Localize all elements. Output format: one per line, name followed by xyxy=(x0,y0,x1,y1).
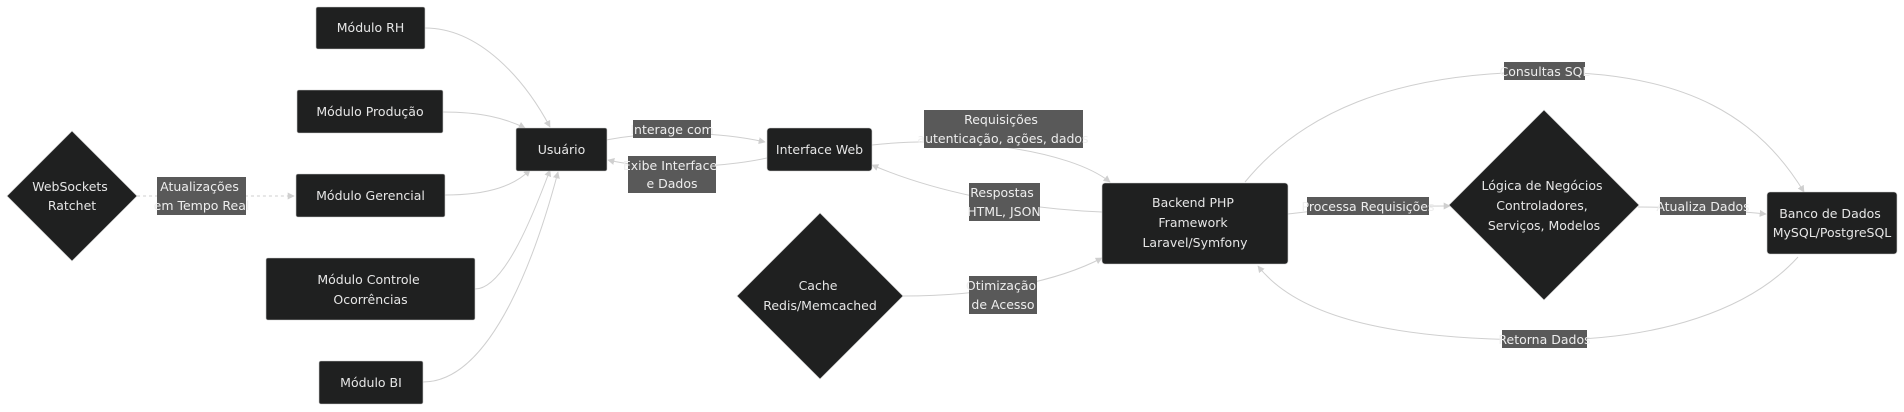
node-label: Interface Web xyxy=(776,142,863,157)
node-label: Módulo Gerencial xyxy=(316,188,425,203)
node-label: WebSockets Ratchet xyxy=(32,179,112,213)
svg-text:Exibe Interface e Dados: Exibe Interface e Dados xyxy=(623,158,721,191)
svg-text:Respostas HTML, JSON: Respostas HTML, JSON xyxy=(967,185,1041,219)
svg-text:Atualiza Dados: Atualiza Dados xyxy=(1656,199,1749,214)
edge-label-interage-com: Interage com xyxy=(630,120,714,138)
edge-controle-usuario xyxy=(474,169,552,290)
node-modulo-gerencial[interactable]: Módulo Gerencial xyxy=(295,173,446,218)
edge-label-atualiza: Atualiza Dados xyxy=(1656,197,1750,215)
svg-text:Interage com: Interage com xyxy=(630,122,713,137)
node-banco[interactable]: Banco de Dados MySQL/PostgreSQL xyxy=(1766,191,1898,255)
node-websockets[interactable]: WebSockets Ratchet xyxy=(6,130,138,262)
node-logica[interactable]: Lógica de Negócios Controladores, Serviç… xyxy=(1448,109,1640,301)
svg-text:Consultas SQL: Consultas SQL xyxy=(1500,64,1590,79)
svg-text:Otimização de Acesso: Otimização de Acesso xyxy=(966,278,1040,312)
node-modulo-bi[interactable]: Módulo BI xyxy=(318,360,424,405)
node-label: Backend PHP Framework Laravel/Symfony xyxy=(1142,195,1248,250)
svg-text:Processa Requisições: Processa Requisições xyxy=(1302,199,1435,214)
svg-text:Requisições autenticação: Requisições autenticação, ações, dados xyxy=(917,112,1088,146)
node-label: Cache Redis/Memcached xyxy=(763,278,877,313)
edge-bi-usuario xyxy=(422,171,560,383)
svg-text:Atualizações em Tempo Re: Atualizações em Tempo Real xyxy=(154,179,250,213)
node-interface-web[interactable]: Interface Web xyxy=(766,127,873,172)
node-modulo-producao[interactable]: Módulo Produção xyxy=(296,89,444,134)
edge-label-exibe-interface: Exibe Interface e Dados xyxy=(623,156,721,193)
edge-label-requisicoes: Requisições autenticação, ações, dados xyxy=(917,110,1089,148)
node-label: Módulo RH xyxy=(337,20,404,35)
node-label: Módulo BI xyxy=(340,375,402,390)
node-modulo-controle[interactable]: Módulo Controle Ocorrências xyxy=(265,257,476,321)
node-label: Módulo Controle Ocorrências xyxy=(317,272,423,307)
edge-label-consultas: Consultas SQL xyxy=(1500,62,1590,80)
node-usuario[interactable]: Usuário xyxy=(515,127,608,172)
edge-label-otimizacao: Otimização de Acesso xyxy=(966,276,1040,314)
edge-gerencial-usuario xyxy=(444,169,531,196)
edge-rh-usuario xyxy=(424,27,551,128)
edge-label-atualizacoes: Atualizações em Tempo Real xyxy=(154,177,250,215)
edge-producao-usuario xyxy=(442,111,526,129)
svg-text:Retorna Dados: Retorna Dados xyxy=(1498,332,1590,347)
node-cache[interactable]: Cache Redis/Memcached xyxy=(736,212,904,380)
node-label: Lógica de Negócios Controladores, Serviç… xyxy=(1481,178,1606,233)
node-modulo-rh[interactable]: Módulo RH xyxy=(315,6,426,50)
node-label: Módulo Produção xyxy=(316,104,423,119)
edge-label-processa: Processa Requisições xyxy=(1302,197,1435,215)
node-backend[interactable]: Backend PHP Framework Laravel/Symfony xyxy=(1101,182,1289,265)
edge-label-respostas: Respostas HTML, JSON xyxy=(967,183,1041,221)
node-label: Banco de Dados MySQL/PostgreSQL xyxy=(1773,206,1892,240)
edge-label-retorna: Retorna Dados xyxy=(1498,330,1591,348)
node-label: Usuário xyxy=(538,142,586,157)
